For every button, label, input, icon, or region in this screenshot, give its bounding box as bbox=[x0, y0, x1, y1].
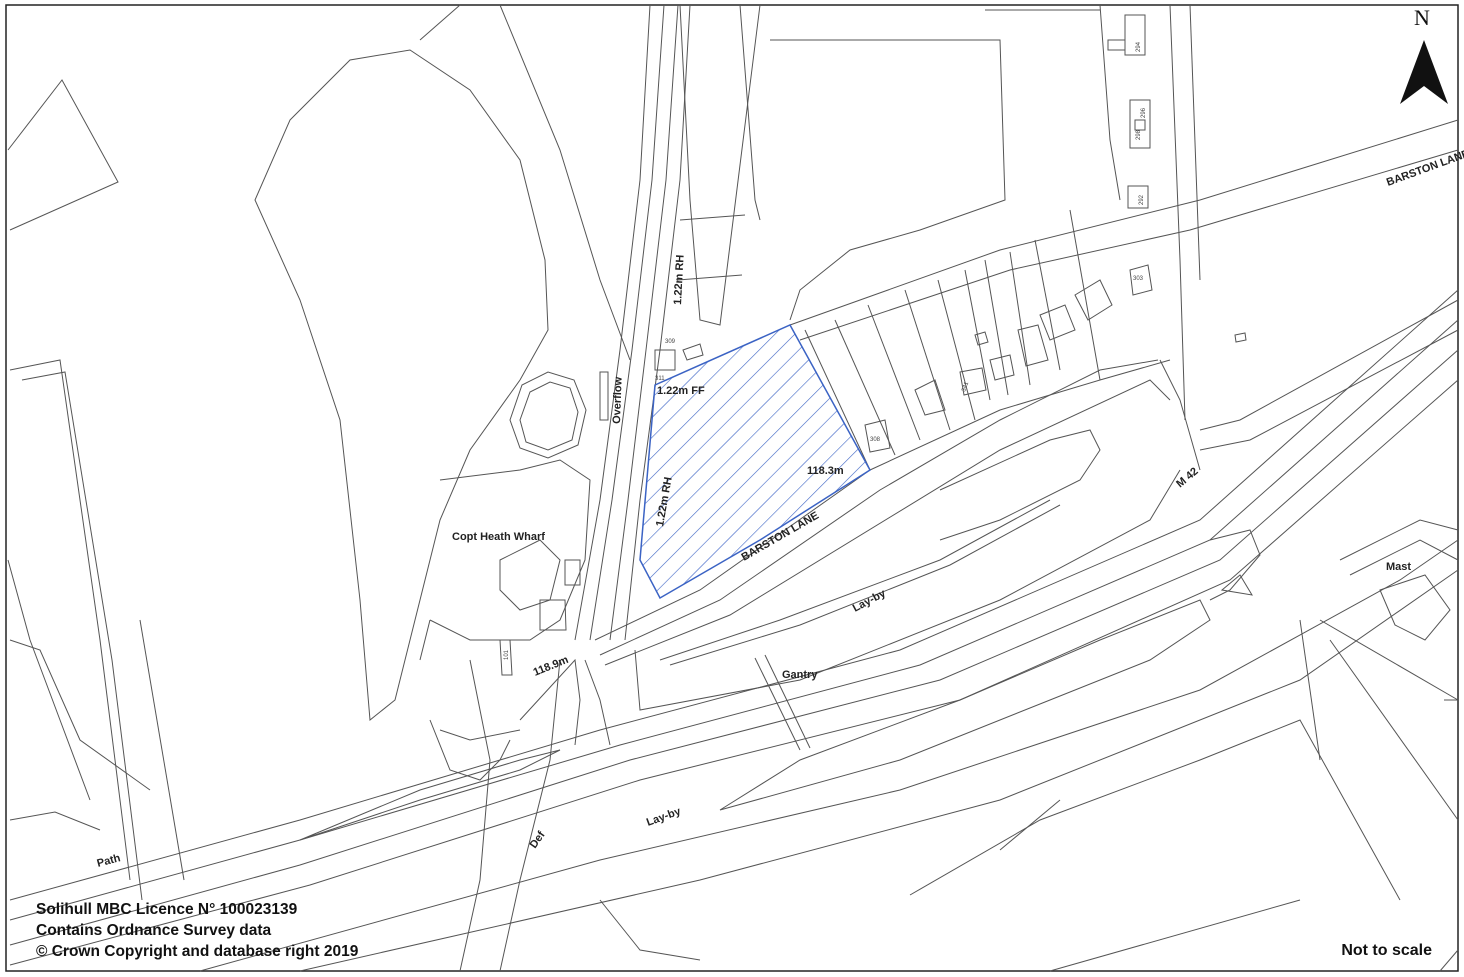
label-copt-heath-wharf: Copt Heath Wharf bbox=[452, 531, 545, 543]
label-mast: Mast bbox=[1386, 561, 1411, 573]
label-def: Def bbox=[528, 829, 548, 851]
map-frame bbox=[5, 4, 1459, 972]
house-number-309: 309 bbox=[665, 339, 676, 345]
house-number-311: 311 bbox=[655, 376, 665, 382]
label-spot-height-118-9: 118.9m bbox=[532, 654, 571, 679]
house-number-308: 308 bbox=[870, 437, 881, 443]
label-1-22m-rh-top: 1.22m RH bbox=[672, 254, 687, 305]
north-label: N bbox=[1414, 5, 1430, 30]
house-number-303: 303 bbox=[1133, 276, 1144, 282]
house-number-341: 341 bbox=[961, 381, 970, 393]
label-spot-height-118-3: 118.3m bbox=[807, 465, 844, 477]
label-lay-by-2: Lay-by bbox=[645, 805, 683, 829]
north-arrow-icon: N bbox=[1400, 5, 1448, 104]
house-number-101: 101 bbox=[504, 649, 510, 660]
scale-note: Not to scale bbox=[1341, 942, 1432, 959]
house-number-294: 294 bbox=[1136, 41, 1142, 52]
licence-text: Solihull MBC Licence N° 100023139 bbox=[36, 901, 298, 918]
map-credits: Solihull MBC Licence N° 100023139 Contai… bbox=[36, 899, 358, 962]
house-number-292: 292 bbox=[1139, 194, 1145, 205]
label-path: Path bbox=[96, 852, 122, 870]
label-gantry: Gantry bbox=[782, 669, 818, 681]
label-overflow: Overflow bbox=[611, 376, 625, 424]
house-number-296: 296 bbox=[1141, 107, 1147, 118]
house-number-298: 298 bbox=[1136, 129, 1142, 140]
label-m42: M 42 bbox=[1174, 465, 1200, 490]
label-1-22m-ff: 1.22m FF bbox=[657, 385, 705, 397]
os-data-text: Contains Ordnance Survey data bbox=[36, 922, 272, 939]
application-site-boundary bbox=[639, 324, 871, 600]
os-linework bbox=[7, 4, 1459, 972]
copyright-text: © Crown Copyright and database right 201… bbox=[36, 943, 359, 960]
